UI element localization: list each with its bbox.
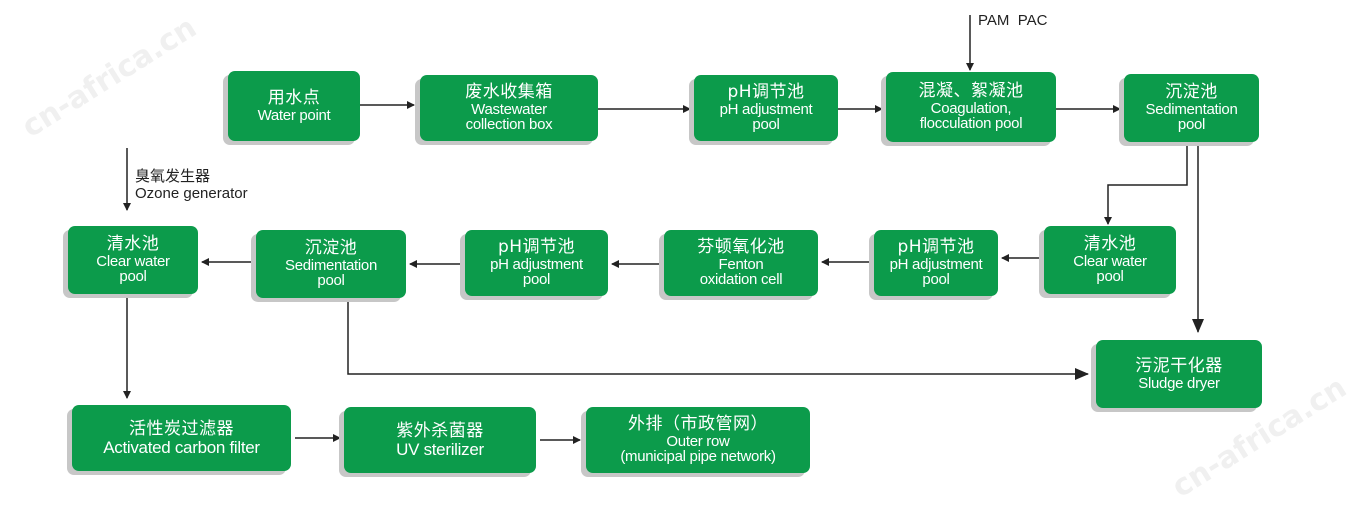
node-label-en: (municipal pipe network): [620, 448, 776, 465]
node-label-zh: 污泥干化器: [1135, 355, 1223, 376]
node-label-zh: 混凝、絮凝池: [918, 81, 1024, 101]
node-label-zh: 活性炭过滤器: [129, 418, 234, 439]
node-wastewater-box: 废水收集箱 Wastewater collection box: [420, 75, 598, 141]
node-label-zh: pH调节池: [497, 237, 576, 257]
node-label-en: pool: [1177, 116, 1206, 133]
node-label-en: pH adjustment: [889, 256, 983, 273]
node-label-en: Water point: [257, 106, 331, 124]
node-label-en: UV sterilizer: [396, 439, 484, 459]
node-label-en: pool: [922, 271, 950, 288]
node-label-en: Activated carbon filter: [103, 437, 260, 457]
node-label-zh: 外排（市政管网）: [628, 414, 768, 434]
node-label-zh: 紫外杀菌器: [396, 420, 484, 441]
node-label-en: pool: [1096, 268, 1124, 285]
ozone-en: Ozone generator: [135, 185, 248, 202]
node-label-en: Fenton: [718, 256, 764, 273]
node-label-zh: 芬顿氧化池: [697, 237, 785, 257]
node-label-zh: pH调节池: [727, 82, 805, 102]
node-label-en: Outer row: [666, 433, 730, 450]
node-clear-water-1: 清水池 Clear water pool: [1044, 226, 1176, 294]
node-label-en: pool: [119, 268, 147, 285]
node-uv-sterilizer: 紫外杀菌器 UV sterilizer: [344, 407, 536, 473]
node-fenton: 芬顿氧化池 Fenton oxidation cell: [664, 230, 818, 296]
node-clear-water-2: 清水池 Clear water pool: [68, 226, 198, 294]
chemicals-label: PAM PAC: [978, 12, 1048, 29]
node-outer-row: 外排（市政管网） Outer row (municipal pipe netwo…: [586, 407, 810, 473]
node-label-zh: 沉淀池: [304, 238, 358, 258]
node-ph-pool-1: pH调节池 pH adjustment pool: [694, 75, 838, 141]
node-label-en: Sludge dryer: [1138, 374, 1220, 392]
node-label-en: oxidation cell: [699, 271, 783, 288]
node-label-en: Wastewater: [471, 101, 547, 118]
node-label-zh: pH调节池: [897, 237, 975, 257]
node-label-zh: 沉淀池: [1165, 82, 1218, 102]
node-label-zh: 废水收集箱: [465, 82, 553, 102]
node-label-en: flocculation pool: [919, 115, 1023, 132]
node-label-en: pool: [752, 116, 780, 133]
node-label-en: collection box: [465, 116, 553, 133]
node-ph-pool-3: pH调节池 pH adjustment pool: [465, 230, 608, 296]
ozone-zh: 臭氧发生器: [135, 167, 211, 185]
node-sedimentation-2: 沉淀池 Sedimentation pool: [256, 230, 406, 298]
node-coagulation: 混凝、絮凝池 Coagulation, flocculation pool: [886, 72, 1056, 142]
arrow-sedimentation2-to-sludge: [347, 300, 1089, 380]
node-sludge-dryer: 污泥干化器 Sludge dryer: [1096, 340, 1262, 408]
node-ph-pool-2: pH调节池 pH adjustment pool: [874, 230, 998, 296]
arrow-sedimentation-to-clear-water: [1104, 142, 1188, 225]
node-label-en: Coagulation,: [930, 100, 1012, 117]
node-label-en: Clear water: [1073, 253, 1147, 270]
node-label-en: pool: [317, 272, 345, 289]
node-label-zh: 用水点: [267, 87, 321, 108]
node-sedimentation-1: 沉淀池 Sedimentation pool: [1124, 74, 1259, 142]
node-label-zh: 清水池: [1083, 234, 1137, 254]
node-label-en: pH adjustment: [490, 256, 583, 273]
node-label-zh: 清水池: [106, 234, 160, 254]
node-label-en: pool: [522, 271, 551, 288]
node-label-en: Clear water: [96, 253, 170, 270]
node-label-en: Sedimentation: [1145, 101, 1238, 118]
node-water-point: 用水点 Water point: [228, 71, 360, 141]
node-label-en: pH adjustment: [719, 101, 813, 118]
node-label-en: Sedimentation: [285, 257, 377, 274]
ozone-generator-label: 臭氧发生器 Ozone generator: [135, 167, 248, 203]
node-carbon-filter: 活性炭过滤器 Activated carbon filter: [72, 405, 291, 471]
